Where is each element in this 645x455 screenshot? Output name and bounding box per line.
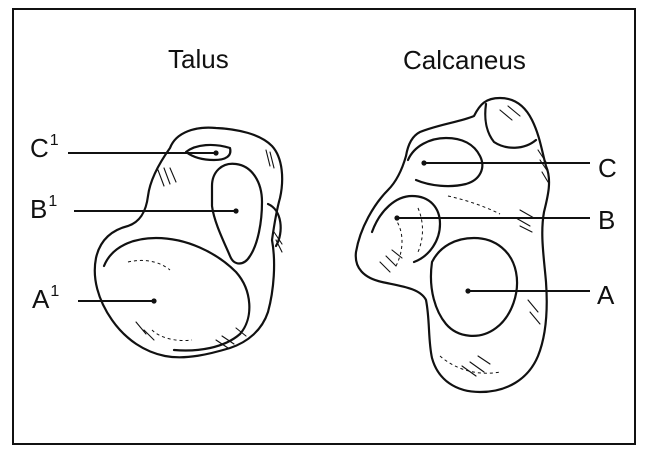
calcaneus-outline: [356, 98, 549, 392]
label-b: B: [598, 207, 615, 233]
label-a1: A1: [32, 286, 59, 312]
label-c: C: [598, 155, 617, 181]
calcaneus-title: Calcaneus: [403, 47, 526, 73]
label-c1-letter: C: [30, 133, 49, 163]
label-b1-sup: 1: [48, 193, 57, 210]
label-c1: C1: [30, 135, 59, 161]
talus-drawing: [95, 128, 282, 358]
label-a1-letter: A: [32, 284, 49, 314]
label-b1: B1: [30, 196, 57, 222]
calcaneus-drawing: [356, 98, 549, 392]
label-c1-sup: 1: [50, 132, 59, 149]
talus-title: Talus: [168, 46, 229, 72]
label-a: A: [597, 282, 614, 308]
label-a1-sup: 1: [50, 283, 59, 300]
label-b1-letter: B: [30, 194, 47, 224]
